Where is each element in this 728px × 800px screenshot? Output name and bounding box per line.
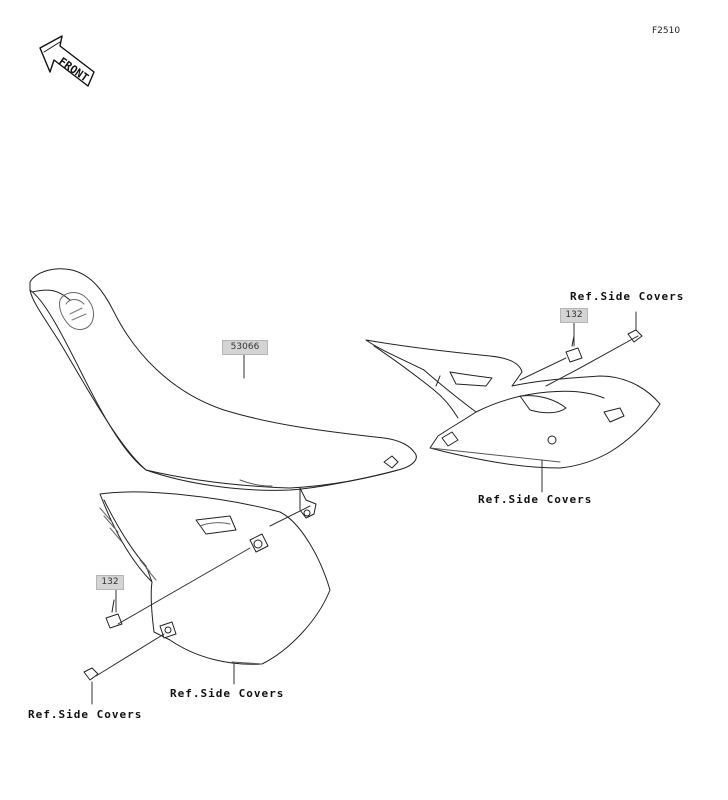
bolt-lower-icon bbox=[105, 599, 123, 629]
part-number-seat[interactable]: 53066 bbox=[222, 340, 268, 355]
left-side-cover-drawing bbox=[99, 491, 331, 665]
seat-drawing bbox=[29, 268, 417, 519]
ref-side-covers-upper-right[interactable]: Ref.Side Covers bbox=[570, 290, 685, 303]
part-number-bolt-lower[interactable]: 132 bbox=[96, 575, 124, 590]
ref-side-covers-right-mid[interactable]: Ref.Side Covers bbox=[478, 493, 593, 506]
front-arrow-icon bbox=[39, 35, 95, 87]
diagram-code: F2510 bbox=[652, 26, 681, 36]
screw-lower-left-icon bbox=[83, 667, 99, 681]
right-side-cover-drawing bbox=[365, 339, 661, 469]
ref-side-covers-lower-left[interactable]: Ref.Side Covers bbox=[28, 708, 143, 721]
bolt-upper-icon bbox=[565, 335, 583, 363]
part-number-bolt-upper[interactable]: 132 bbox=[560, 308, 588, 323]
ref-side-covers-lower-center[interactable]: Ref.Side Covers bbox=[170, 687, 285, 700]
